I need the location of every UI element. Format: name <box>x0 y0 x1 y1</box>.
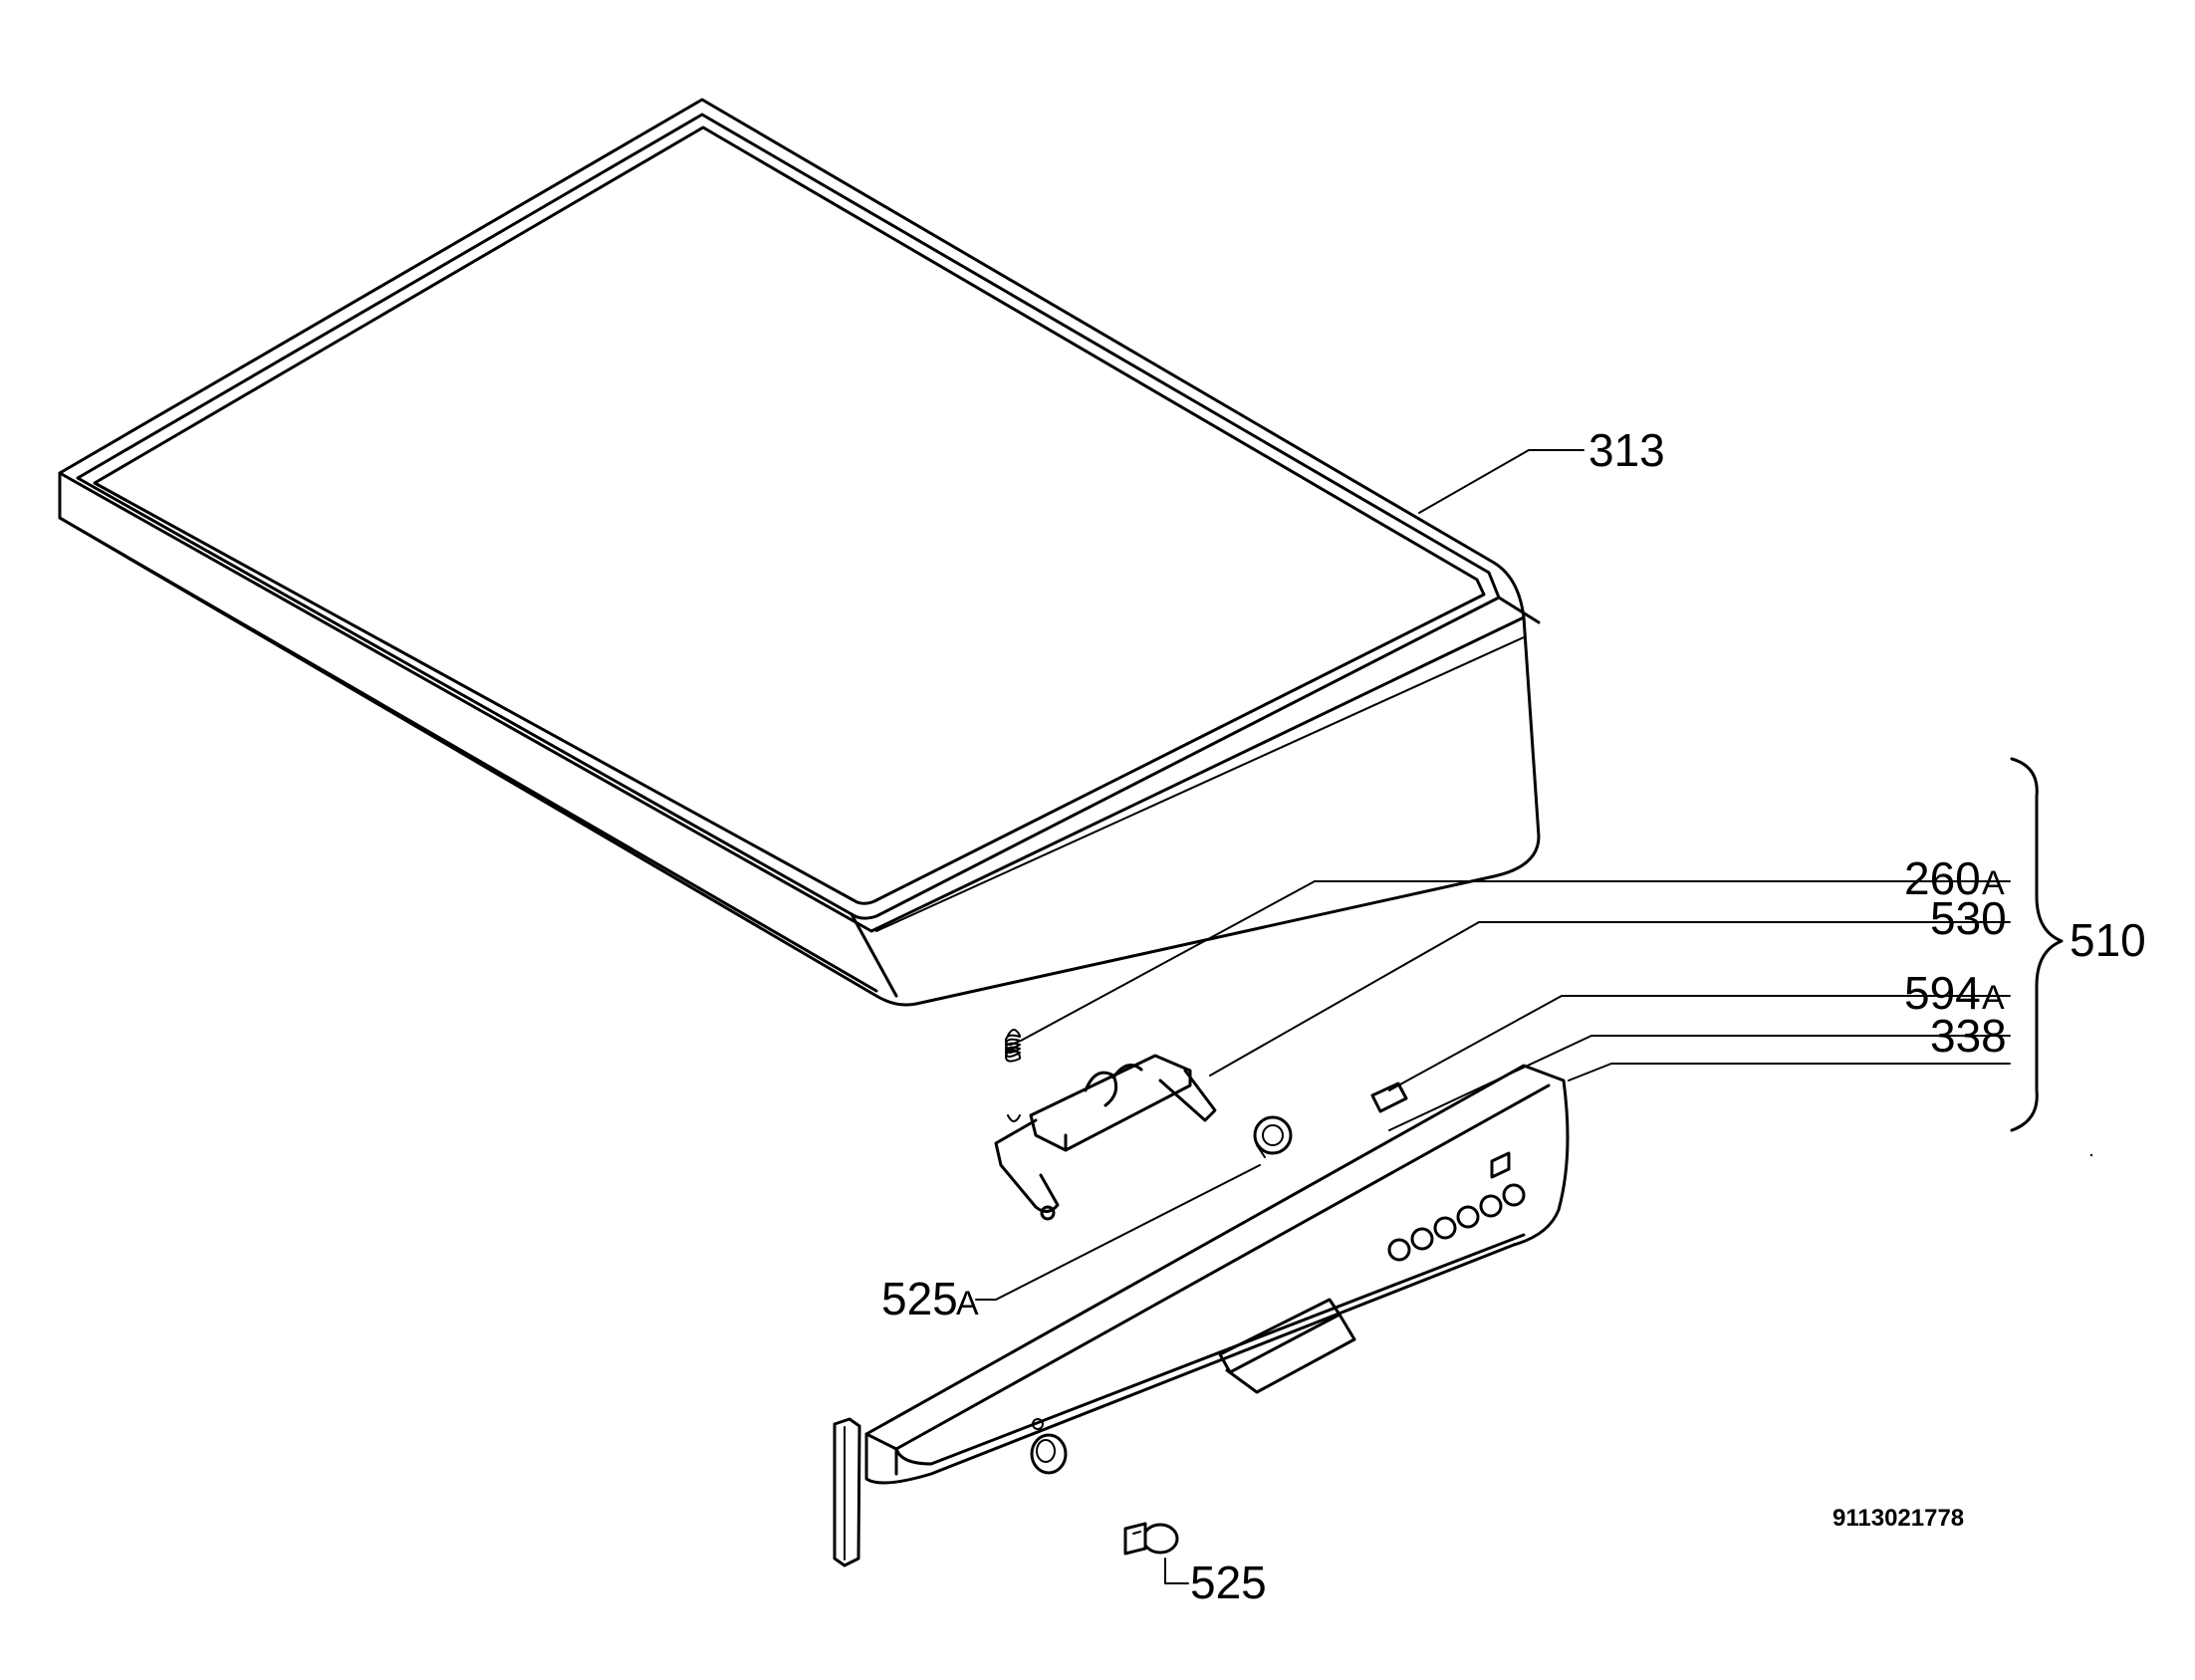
label-260a: 260 <box>1904 852 1981 904</box>
leader-lines <box>975 449 2011 1584</box>
label-510: 510 <box>2070 914 2146 966</box>
stray-dot <box>2089 1153 2093 1157</box>
indicator-insert-part-594a <box>1370 1081 1408 1113</box>
side-trim-strip <box>833 1417 861 1567</box>
hinge-bracket-part-530 <box>994 1054 1217 1221</box>
label-313: 313 <box>1588 424 1665 476</box>
label-338: 338 <box>1930 1010 2007 1062</box>
top-cover-part-313 <box>58 98 1541 1007</box>
label-525: 525 <box>1190 1557 1267 1608</box>
button-part-525 <box>1123 1522 1179 1556</box>
label-260a-suffix: A <box>1982 864 2005 902</box>
drawing-code: 9113021778 <box>1832 1505 1964 1532</box>
label-525a: 525 <box>881 1273 958 1324</box>
knob-part-525a <box>1253 1115 1293 1158</box>
label-525a-suffix: A <box>956 1285 979 1322</box>
label-594a: 594 <box>1904 967 1981 1019</box>
spring-part-260a <box>1005 1029 1021 1122</box>
label-530: 530 <box>1930 892 2007 944</box>
control-panel-part-338 <box>864 1064 1570 1485</box>
label-594a-suffix: A <box>1982 979 2005 1017</box>
group-brace-510 <box>2010 757 2064 1132</box>
